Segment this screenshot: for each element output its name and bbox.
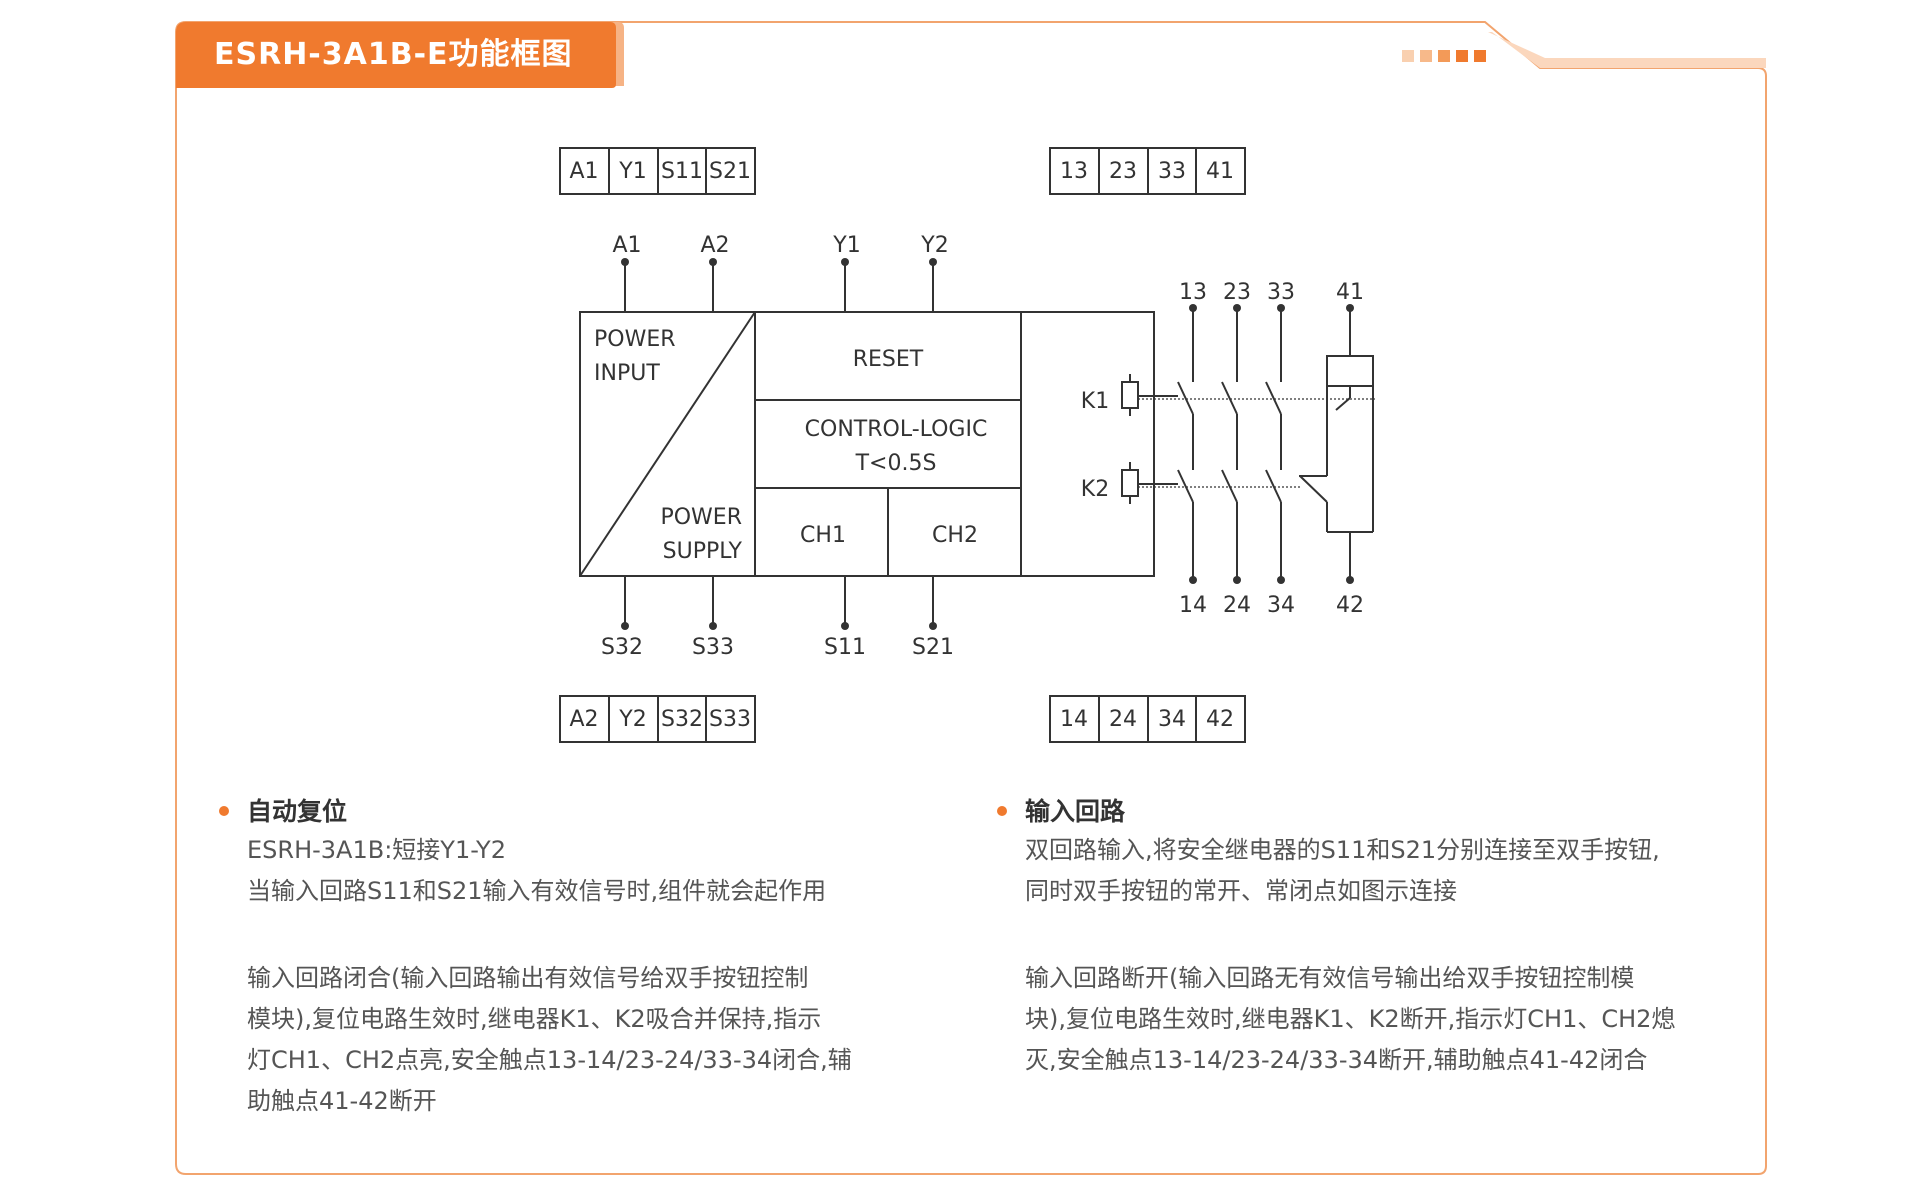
pin-label: S21 xyxy=(912,635,954,660)
section-line: 当输入回路S11和S21输入有效信号时,组件就会起作用 xyxy=(247,877,827,905)
contact-label: 33 xyxy=(1267,280,1295,305)
bullet-icon xyxy=(219,806,229,816)
function-block-diagram xyxy=(559,147,1375,743)
contact-label: 14 xyxy=(1179,593,1207,618)
terminal-label: 41 xyxy=(1206,159,1234,184)
deco-square xyxy=(1402,50,1414,62)
terminal-label: S32 xyxy=(661,707,703,732)
section-line: ESRH-3A1B:短接Y1-Y2 xyxy=(247,836,506,864)
contact-label: 41 xyxy=(1336,280,1364,305)
section-line: 同时双手按钮的常开、常闭点如图示连接 xyxy=(1025,877,1457,905)
section-paragraph: 输入回路闭合(输入回路输出有效信号给双手按钮控制 模块),复位电路生效时,继电器… xyxy=(247,964,852,1115)
bullet-icon xyxy=(997,806,1007,816)
power-supply-line2: SUPPLY xyxy=(663,539,743,564)
section-paragraph: 输入回路断开(输入回路无有效信号输出给双手按钮控制模 块),复位电路生效时,继电… xyxy=(1025,964,1676,1074)
deco-square xyxy=(1420,50,1432,62)
coil-label-k2: K2 xyxy=(1081,477,1109,502)
section-line: 双回路输入,将安全继电器的S11和S21分别连接至双手按钮, xyxy=(1025,836,1660,864)
power-input-line2: INPUT xyxy=(594,361,660,386)
section-input-circuit: 输入回路 双回路输入,将安全继电器的S11和S21分别连接至双手按钮, 同时双手… xyxy=(997,794,1755,1081)
pin-label: A2 xyxy=(700,233,729,258)
power-block-diagonal xyxy=(579,311,756,577)
terminal-label: 33 xyxy=(1158,159,1186,184)
relay-block xyxy=(1020,311,1155,577)
aux-contact-box xyxy=(1326,355,1374,387)
contact-label: 13 xyxy=(1179,280,1207,305)
logic-label-line2: T<0.5S xyxy=(855,451,937,476)
pin-label: A1 xyxy=(612,233,641,258)
power-supply-line1: POWER xyxy=(660,505,742,530)
terminal-label: Y2 xyxy=(618,707,646,732)
terminal-label: S33 xyxy=(709,707,751,732)
pin-label: S32 xyxy=(601,635,643,660)
reset-label: RESET xyxy=(853,347,924,372)
contact-label: 42 xyxy=(1336,593,1364,618)
terminal-label: A1 xyxy=(569,159,598,184)
pin-label: Y1 xyxy=(832,233,860,258)
pin-label: S33 xyxy=(692,635,734,660)
terminal-label: 23 xyxy=(1109,159,1137,184)
terminal-label: 34 xyxy=(1158,707,1186,732)
terminal-label: 24 xyxy=(1109,707,1137,732)
section-auto-reset: 自动复位 ESRH-3A1B:短接Y1-Y2 当输入回路S11和S21输入有效信… xyxy=(219,794,967,1122)
title-tab xyxy=(176,22,616,88)
coil-k2 xyxy=(1121,469,1139,497)
deco-square xyxy=(1438,50,1450,62)
terminal-label: 13 xyxy=(1060,159,1088,184)
terminal-label: Y1 xyxy=(618,159,646,184)
terminal-label: A2 xyxy=(569,707,598,732)
contact-label: 34 xyxy=(1267,593,1295,618)
coil-label-k1: K1 xyxy=(1081,389,1109,414)
contact-label: 23 xyxy=(1223,280,1251,305)
pin-label: Y2 xyxy=(920,233,948,258)
section-title: 自动复位 xyxy=(247,797,348,826)
page-title: ESRH-3A1B-E功能框图 xyxy=(214,37,573,72)
ch2-label: CH2 xyxy=(932,523,978,548)
ch1-label: CH1 xyxy=(800,523,846,548)
deco-square xyxy=(1456,50,1468,62)
terminal-label: 14 xyxy=(1060,707,1088,732)
terminal-label: S21 xyxy=(709,159,751,184)
header-accent-strip xyxy=(1488,32,1766,68)
section-title: 输入回路 xyxy=(1025,797,1126,826)
deco-square xyxy=(1474,50,1486,62)
coil-k1 xyxy=(1121,381,1139,409)
power-input-line1: POWER xyxy=(594,327,676,352)
pin-label: S11 xyxy=(824,635,866,660)
terminal-label: S11 xyxy=(661,159,703,184)
logic-label-line1: CONTROL-LOGIC xyxy=(805,417,988,442)
terminal-label: 42 xyxy=(1206,707,1234,732)
contact-label: 24 xyxy=(1223,593,1251,618)
